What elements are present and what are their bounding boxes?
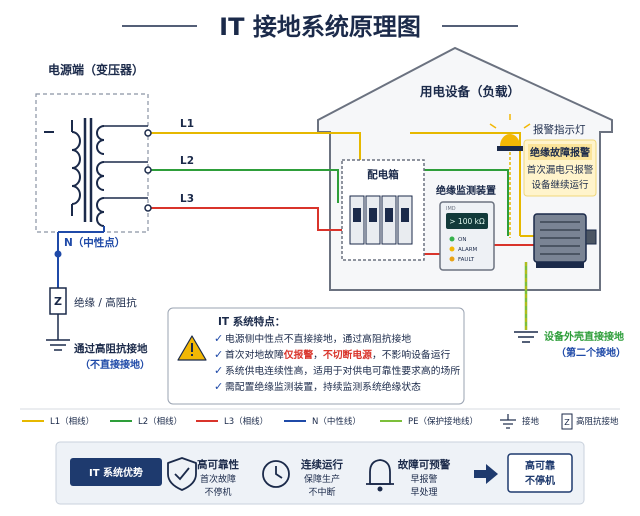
- alarm-light-icon: [489, 114, 531, 151]
- result-line1: 高可靠: [525, 459, 555, 472]
- impedance-symbol: Z: [54, 295, 62, 308]
- svg-text:故障可预警: 故障可预警: [398, 458, 451, 471]
- svg-text:高可靠性: 高可靠性: [197, 458, 239, 471]
- alarm-box-line2: 设备继续运行: [531, 179, 589, 191]
- alarm-box-line1: 首次漏电只报警: [527, 164, 594, 176]
- svg-text:L2（相线）: L2（相线）: [138, 416, 182, 427]
- arrow-right-icon: [474, 464, 498, 484]
- advantage-warning: 故障可预警 早报警 早处理: [366, 458, 451, 498]
- shield-check-icon: [167, 457, 197, 491]
- svg-text:N（中性线）: N（中性线）: [312, 416, 361, 427]
- legend: L1（相线） L2（相线） L3（相线） N（中性线） PE（保护接地线） 接地…: [22, 413, 619, 430]
- legend-ground-icon: [500, 414, 516, 429]
- neutral-label: N（中性点）: [64, 236, 125, 249]
- svg-text:Z: Z: [564, 418, 570, 427]
- l1-label: L1: [180, 118, 194, 130]
- svg-text:电源侧中性点不直接接地，通过高阻抗接地: 电源侧中性点不直接接地，通过高阻抗接地: [225, 332, 411, 345]
- monitor-screen: [446, 213, 488, 229]
- svg-text:L1（相线）: L1（相线）: [50, 416, 94, 427]
- motor-icon: [533, 213, 597, 268]
- equipment-ground-sub: （第二个接地）: [556, 346, 626, 359]
- page-title: IT 接地系统原理图: [219, 13, 421, 41]
- equipment-ground-label: 设备外壳直接接地: [544, 330, 624, 343]
- feature-item-1: ✓ 电源侧中性点不直接接地，通过高阻抗接地: [214, 332, 411, 345]
- svg-text:接地: 接地: [522, 416, 540, 427]
- check-icon: ✓: [214, 348, 223, 361]
- l2-label: L2: [180, 155, 194, 167]
- led-on-label: ON: [458, 237, 466, 243]
- led-alarm-label: ALARM: [458, 247, 478, 253]
- svg-text:首次故障: 首次故障: [200, 473, 236, 485]
- terminal-l1: [144, 129, 152, 137]
- equipment-ground-icon: [514, 331, 538, 343]
- svg-text:需配置绝缘监测装置，持续监测系统绝缘状态: 需配置绝缘监测装置，持续监测系统绝缘状态: [225, 380, 421, 393]
- terminal-l3: [144, 204, 152, 212]
- source-label: 电源端（变压器）: [48, 62, 144, 77]
- led-fault: [449, 256, 455, 262]
- features-title: IT 系统特点：: [218, 315, 285, 328]
- source-ground-sub: （不直接接地）: [80, 358, 150, 371]
- advantages-bar: [55, 441, 585, 505]
- result-line2: 不停机: [525, 474, 555, 487]
- bell-icon: [366, 459, 394, 492]
- monitor-label: 绝缘监测装置: [436, 184, 496, 197]
- transformer: [44, 118, 148, 232]
- svg-text:早报警: 早报警: [410, 473, 437, 485]
- monitor-brand: IMD: [446, 206, 456, 212]
- panel-label: 配电箱: [367, 168, 399, 181]
- check-icon: ✓: [214, 364, 223, 377]
- svg-text:连续运行: 连续运行: [301, 458, 343, 471]
- neutral-point: [54, 250, 62, 258]
- source-ground-label: 通过高阻抗接地: [74, 342, 148, 355]
- alarm-title-box: [528, 144, 592, 160]
- svg-text:不停机: 不停机: [204, 486, 231, 498]
- warning-icon: [177, 335, 207, 361]
- advantage-continuous: 连续运行 保障生产 不中断: [262, 458, 343, 498]
- wire-l2: [148, 169, 509, 236]
- breakers: [349, 195, 413, 245]
- check-icon: ✓: [214, 332, 223, 345]
- feature-item-2: ✓ 首次对地故障仅报警，不切断电源，不影响设备运行: [214, 348, 451, 361]
- terminal-l2: [144, 166, 152, 174]
- monitor-display: > 100 kΩ: [449, 217, 485, 226]
- feature-item-4: ✓ 需配置绝缘监测装置，持续监测系统绝缘状态: [214, 380, 421, 393]
- clock-icon: [262, 460, 290, 488]
- led-fault-label: FAULT: [458, 257, 475, 263]
- check-icon: ✓: [214, 380, 223, 393]
- result-box: [507, 453, 573, 493]
- source-ground-icon: [46, 339, 70, 351]
- impedance-label: 绝缘 / 高阻抗: [74, 296, 137, 309]
- alarm-label: 报警指示灯: [533, 123, 586, 136]
- features-box: [167, 307, 465, 405]
- svg-text:早处理: 早处理: [410, 486, 437, 498]
- advantages-badge-label: IT 系统优势: [89, 466, 143, 479]
- svg-text:首次对地故障仅报警，不切断电源，不影响设备运行: 首次对地故障仅报警，不切断电源，不影响设备运行: [225, 348, 451, 361]
- led-on: [449, 236, 455, 242]
- svg-text:不中断: 不中断: [308, 486, 335, 498]
- l3-label: L3: [180, 193, 194, 205]
- led-alarm: [449, 246, 455, 252]
- advantages-badge: [70, 458, 162, 486]
- svg-text:PE（保护接地线）: PE（保护接地线）: [408, 416, 478, 427]
- svg-text:保障生产: 保障生产: [304, 473, 340, 485]
- alarm-box-title: 绝缘故障报警: [530, 146, 590, 159]
- svg-text:高阻抗接地: 高阻抗接地: [576, 416, 619, 427]
- source-dashed-box: [35, 93, 149, 233]
- svg-text:系统供电连续性高，适用于对供电可靠性要求高的场所: 系统供电连续性高，适用于对供电可靠性要求高的场所: [225, 364, 460, 377]
- advantage-reliability: 高可靠性 首次故障 不停机: [167, 457, 239, 498]
- house-label: 用电设备（负载）: [419, 84, 520, 99]
- svg-text:L3（相线）: L3（相线）: [224, 416, 268, 427]
- feature-item-3: ✓ 系统供电连续性高，适用于对供电可靠性要求高的场所: [214, 364, 460, 377]
